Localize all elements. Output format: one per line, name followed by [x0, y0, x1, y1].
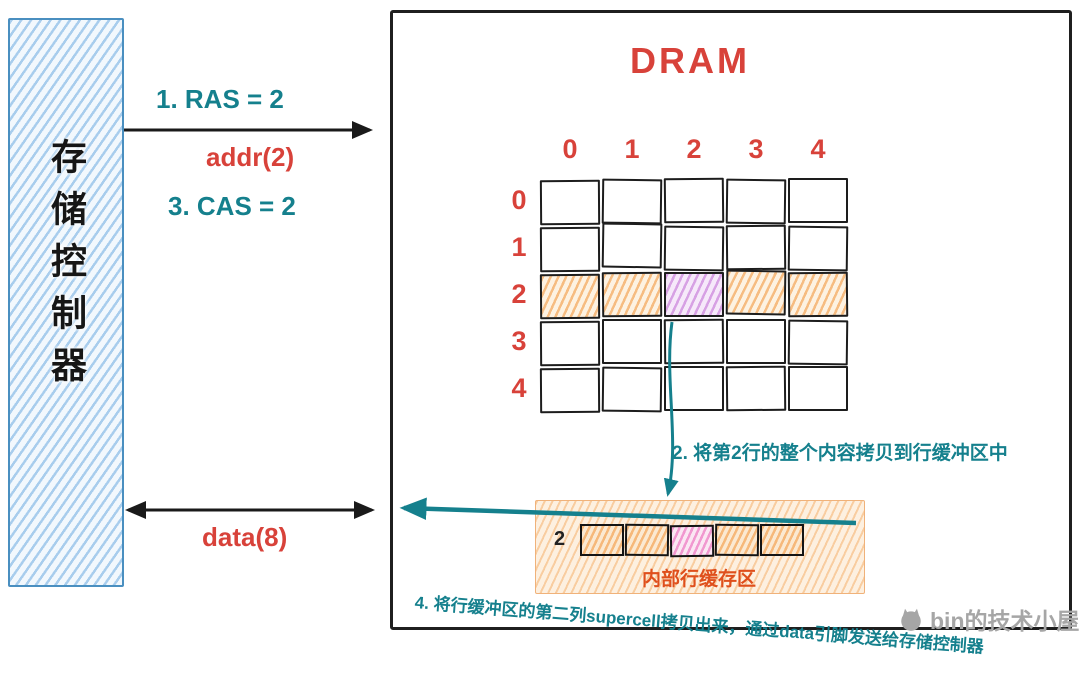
dram-col-header: 0 [562, 134, 578, 164]
row-buffer-row-label: 2 [554, 528, 566, 550]
dram-cell [601, 271, 663, 318]
cat-logo-icon [901, 608, 921, 631]
dram-cell [788, 178, 848, 223]
watermark: bin的技术小屋 [898, 602, 1080, 636]
step2-annotation: 2. 将第2行的整个内容拷贝到行缓冲区中 [672, 443, 1008, 464]
dram-row-header: 0 [511, 185, 527, 215]
dram-cell [539, 226, 601, 273]
dram-cell [539, 273, 601, 320]
dram-col-headers: 0 1 2 3 4 [540, 134, 848, 165]
row-buffer-cell [580, 524, 624, 556]
row-buffer-label: 内部行缓存区 [641, 569, 756, 590]
dram-row-header: 3 [511, 326, 527, 356]
cas-signal-label: 3. CAS = 2 [168, 191, 296, 221]
dram-row-header: 2 [511, 279, 527, 309]
row-buffer-cell [669, 524, 715, 558]
dram-cell [539, 179, 601, 226]
dram-cell [601, 366, 663, 413]
dram-cell [725, 365, 787, 412]
row-buffer-cell [760, 524, 804, 556]
dram-cell [787, 319, 849, 366]
ras-signal-label: 1. RAS = 2 [156, 84, 284, 114]
dram-cell [539, 320, 601, 367]
watermark-text: bin的技术小屋 [930, 608, 1080, 634]
dram-cell [663, 177, 725, 224]
dram-title: DRAM [630, 40, 750, 81]
data-signal-label: data(8) [202, 522, 288, 552]
dram-cell [601, 222, 663, 269]
dram-cell [787, 271, 849, 318]
dram-col-header: 4 [810, 134, 826, 164]
dram-cell [787, 225, 849, 272]
memory-controller-box: 存储控制器 [8, 18, 124, 587]
memory-controller-label: 存储控制器 [46, 138, 87, 398]
dram-cell [725, 224, 787, 271]
row-buffer-cells [580, 523, 804, 558]
dram-cell [725, 178, 787, 225]
dram-row-headers: 0 1 2 3 4 [505, 178, 533, 411]
dram-cell [664, 366, 724, 411]
dram-col-header: 1 [624, 134, 640, 164]
dram-cell [788, 366, 848, 411]
row-buffer-cell [624, 523, 670, 557]
dram-cell [663, 225, 725, 272]
dram-col-header: 3 [748, 134, 764, 164]
addr-signal-label: addr(2) [206, 142, 295, 172]
dram-cell [726, 319, 786, 364]
dram-cell [602, 319, 662, 364]
dram-col-header: 2 [686, 134, 702, 164]
dram-cell [663, 318, 725, 365]
dram-cell [539, 367, 601, 414]
dram-cell [664, 272, 724, 317]
dram-row-header: 4 [511, 373, 527, 403]
dram-cell [601, 178, 663, 225]
dram-cell [725, 269, 787, 316]
dram-grid [539, 177, 849, 414]
row-buffer-cell [714, 523, 760, 557]
dram-row-header: 1 [511, 232, 527, 262]
